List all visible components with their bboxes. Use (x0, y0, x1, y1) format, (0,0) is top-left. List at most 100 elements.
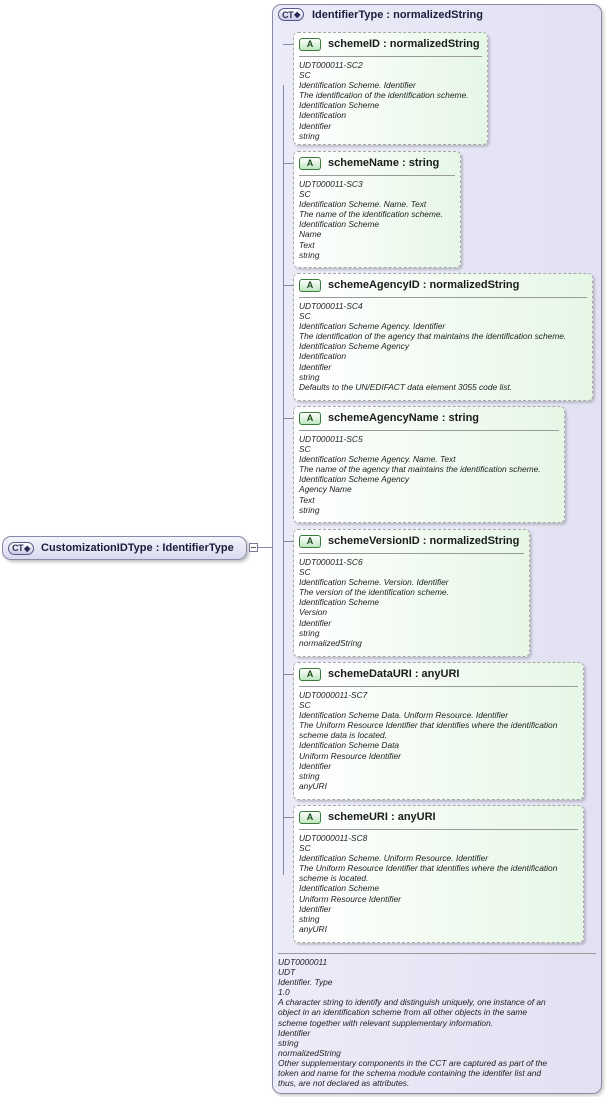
attribute-type: string (408, 157, 440, 169)
attribute-doc-line: SC (299, 700, 311, 711)
attribute-doc-line: Identification Scheme (299, 100, 380, 111)
attribute-type: anyURI (397, 811, 436, 823)
attribute-doc-line: The identification of the identification… (299, 90, 469, 101)
attribute-doc-line: anyURI (299, 780, 327, 791)
attribute-doc-line: Identification (299, 351, 347, 362)
attribute-type-separator: : (419, 279, 430, 291)
attribute-doc-line: UDT000011-SC5 (299, 434, 363, 444)
attribute-divider (299, 686, 578, 687)
attribute-connector-branch (283, 163, 293, 164)
attribute-doc-line: Identification (299, 110, 347, 121)
type-doc-line: string (278, 1037, 299, 1048)
attribute-doc-line: scheme is located. (299, 873, 369, 884)
attribute-doc-line: Identification Scheme. Version. Identifi… (299, 577, 449, 588)
attribute-doc-line: Agency Name (299, 484, 352, 495)
collapse-toggle-icon[interactable] (249, 543, 258, 552)
identifier-type-separator: : (383, 8, 394, 21)
attribute-type: normalizedString (429, 535, 520, 547)
attribute-doc-line: Text (299, 494, 315, 505)
attribute-doc-line: Identification Scheme Agency. Identifier (299, 321, 446, 332)
attribute-connector-branch (283, 674, 293, 675)
attribute-doc-line: Identifier (299, 617, 332, 628)
attribute-icon: A (299, 810, 321, 824)
attribute-doc-line: Uniform Resource Identifier (299, 750, 401, 761)
attribute-icon: A (299, 411, 321, 425)
attribute-doc-line: UDT0000011-SC8 (299, 833, 368, 843)
attribute-connector-branch (283, 44, 293, 45)
attribute-doc-line: Identification Scheme Agency (299, 474, 410, 485)
attribute-doc-line: UDT0000011-SC7 (299, 690, 368, 700)
root-complex-type-node[interactable]: CT◆ CustomizationIDType : IdentifierType (2, 536, 247, 560)
attribute-doc-line: string (299, 913, 320, 924)
attribute-doc-line: Uniform Resource Identifier (299, 893, 401, 904)
type-doc-line: A character string to identify and disti… (278, 997, 546, 1008)
attribute-type-separator: : (419, 535, 430, 547)
attribute-doc-line: SC (299, 70, 311, 81)
attribute-name: schemeDataURI (328, 668, 412, 680)
attribute-doc-line: Identification Scheme. Identifier (299, 80, 416, 91)
attribute-icon: A (299, 37, 321, 51)
attribute-type: string (448, 412, 480, 424)
attribute-doc-line: The name of the identification scheme. (299, 209, 443, 220)
attribute-name: schemeID (328, 38, 380, 50)
attribute-name: schemeAgencyName (328, 412, 439, 424)
attribute-icon: A (299, 156, 321, 170)
type-doc-line: UDT0000011 (278, 957, 328, 967)
type-doc-line: Identifier. Type (278, 977, 333, 988)
attribute-connector-branch (283, 285, 293, 286)
attribute-doc-line: string (299, 371, 320, 382)
attribute-divider (299, 430, 559, 431)
root-type-base: IdentifierType (162, 542, 234, 554)
root-type-separator: : (152, 542, 163, 554)
attribute-doc-line: Name (299, 229, 322, 240)
complex-type-icon: CT◆ (8, 541, 34, 555)
attribute-type-separator: : (438, 412, 449, 424)
attribute-name: schemeAgencyID (328, 279, 420, 291)
attribute-doc-line: The Uniform Resource Identifier that ide… (299, 863, 558, 874)
attribute-doc-line: SC (299, 567, 311, 578)
type-doc-line: normalizedString (278, 1047, 341, 1058)
attribute-doc-line: Identification Scheme Agency (299, 341, 410, 352)
type-doc-line: Identifier (278, 1027, 311, 1038)
type-doc-line: token and name for the schema module con… (278, 1068, 542, 1079)
attribute-name: schemeURI (328, 811, 388, 823)
attribute-doc-line: string (299, 249, 320, 260)
attribute-doc-line: SC (299, 843, 311, 854)
attribute-doc-line: SC (299, 444, 311, 455)
attribute-doc-line: The name of the agency that maintains th… (299, 464, 541, 475)
identifier-type-name: IdentifierType (312, 8, 384, 21)
attribute-type: normalizedString (389, 38, 480, 50)
attribute-doc-line: string (299, 627, 320, 638)
attribute-doc-line: Text (299, 239, 315, 250)
attribute-doc-line: UDT000011-SC4 (299, 301, 363, 311)
attribute-doc-line: Identifier (299, 361, 332, 372)
root-type-name: CustomizationIDType (41, 542, 153, 554)
identifier-type-header[interactable]: CT◆ IdentifierType : normalizedString (278, 8, 483, 21)
attribute-doc-line: normalizedString (299, 637, 362, 648)
attribute-doc-line: The version of the identification scheme… (299, 587, 449, 598)
attribute-connector-branch (283, 541, 293, 542)
attribute-type-separator: : (411, 668, 422, 680)
attribute-doc-line: The Uniform Resource Identifier that ide… (299, 720, 558, 731)
attribute-doc-line: Identification Scheme (299, 597, 380, 608)
attribute-doc-line: Identification Scheme Data. Uniform Reso… (299, 710, 509, 721)
attribute-doc-line: SC (299, 311, 311, 322)
attribute-connector-line (283, 85, 284, 875)
attribute-doc-line: Identification Scheme (299, 219, 380, 230)
attribute-doc-line: anyURI (299, 923, 327, 934)
attribute-doc-line: string (299, 504, 320, 515)
attribute-doc-line: UDT000011-SC2 (299, 60, 363, 70)
